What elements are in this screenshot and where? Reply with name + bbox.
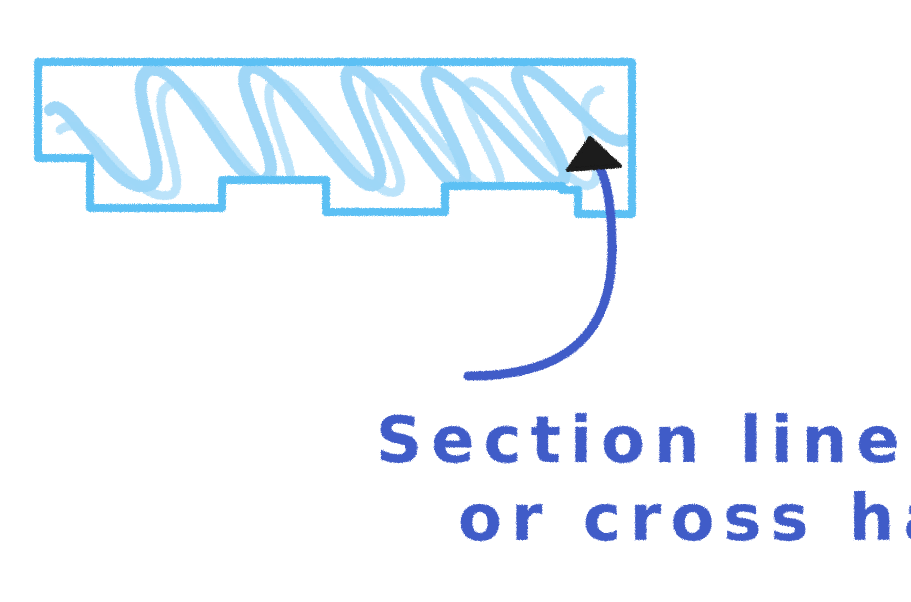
annotation-line-1: Section lines — [376, 404, 911, 478]
section-outline — [34, 58, 636, 218]
annotation-line-2: or cross ha — [458, 482, 911, 556]
hatch-scribble-2 — [55, 77, 605, 201]
hatch-scribble — [44, 62, 631, 193]
leader-line — [463, 163, 617, 381]
cross-hatching — [44, 62, 631, 201]
triangle-arrowhead-icon — [566, 136, 622, 172]
